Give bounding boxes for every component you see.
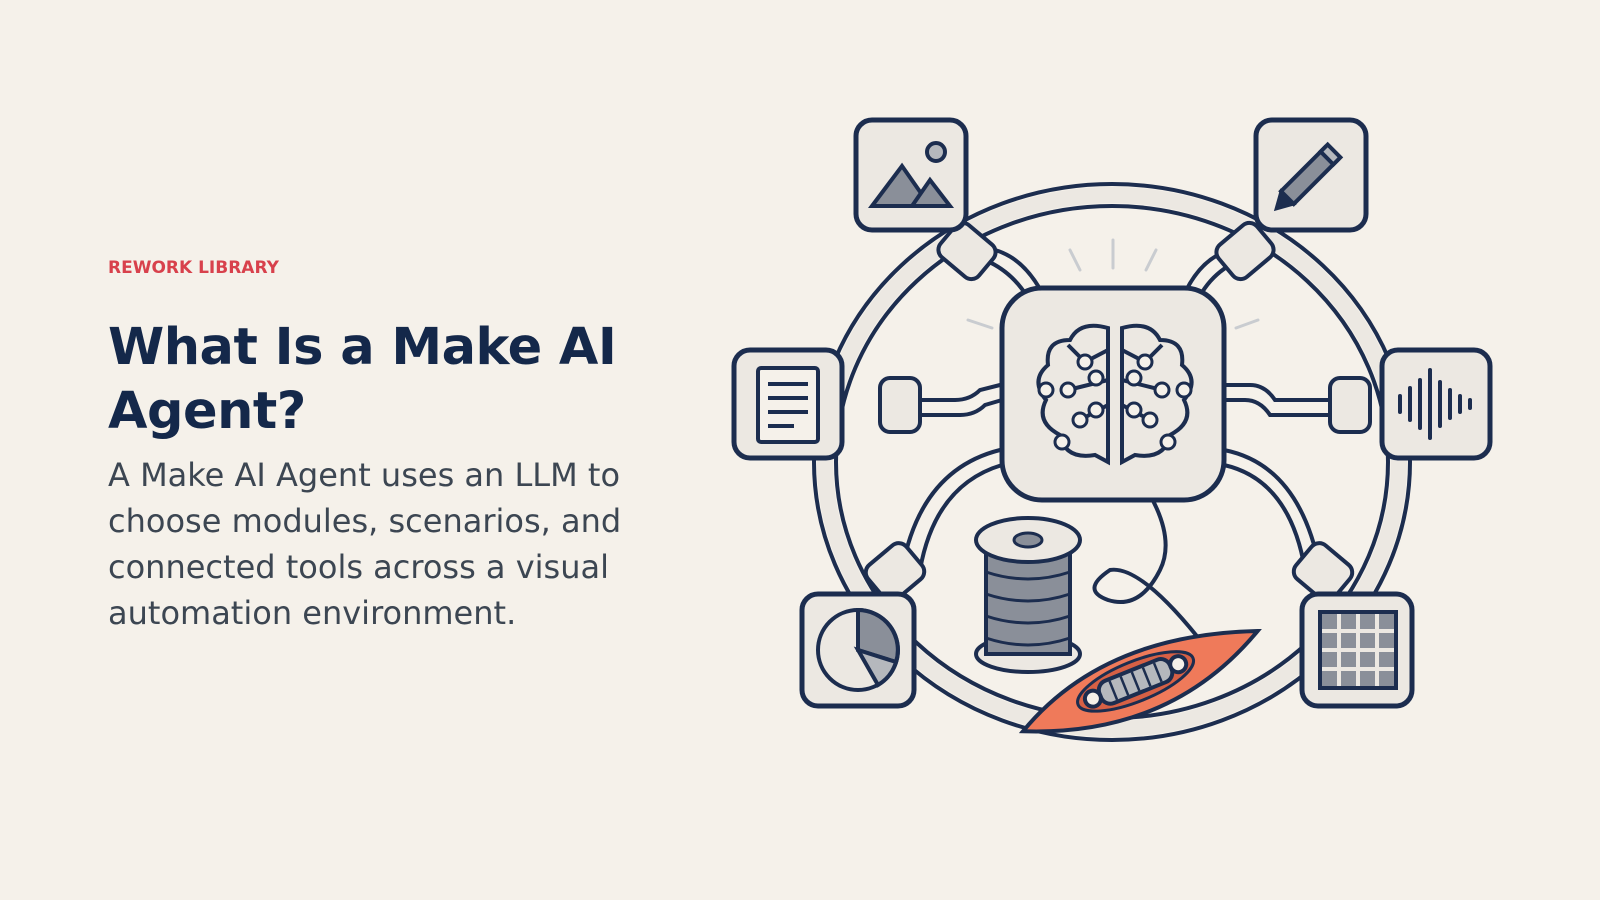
brain-icon xyxy=(999,285,1227,503)
pie-chart-icon xyxy=(799,541,927,709)
document-icon xyxy=(731,347,922,461)
spark-lines xyxy=(966,238,1260,330)
hero-text: REWORK LIBRARY What Is a Make AI Agent? … xyxy=(108,258,668,636)
pencil-icon xyxy=(1214,117,1369,282)
image-icon xyxy=(853,117,998,282)
page-title: What Is a Make AI Agent? xyxy=(108,318,617,441)
thread-spool-icon xyxy=(974,516,1082,674)
page-description: A Make AI Agent uses an LLM to choose mo… xyxy=(108,456,622,632)
eyebrow-label: REWORK LIBRARY xyxy=(108,258,279,278)
weaving-shuttle-icon xyxy=(1018,628,1262,734)
grid-table-icon xyxy=(1291,541,1415,709)
audio-waveform-icon xyxy=(1328,347,1493,461)
agent-hub-illustration xyxy=(730,100,1530,800)
